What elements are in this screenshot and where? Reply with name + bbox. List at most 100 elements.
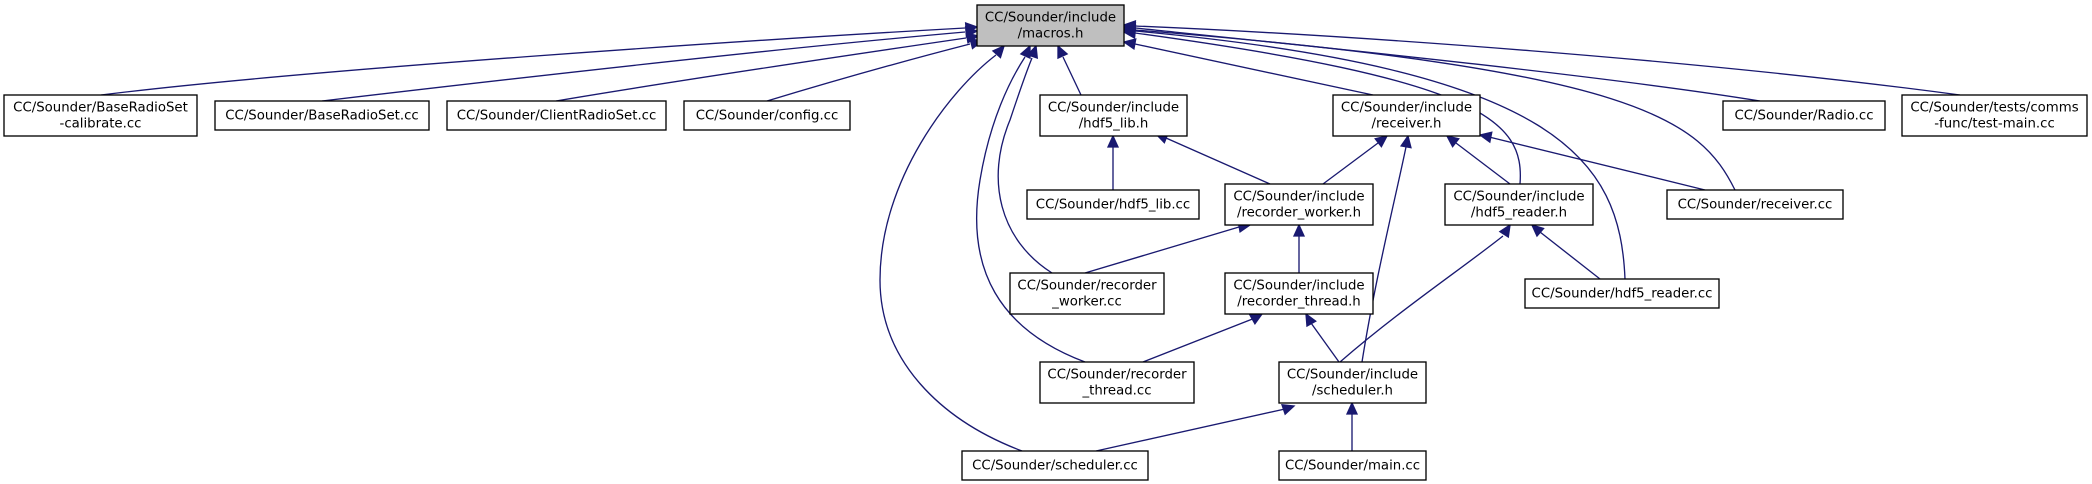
arrowhead: [1498, 223, 1511, 239]
node-label: CC/Sounder/hdf5_reader.cc: [1532, 287, 1713, 302]
node-label: CC/Sounder/include: [985, 11, 1116, 26]
edges-layer: [100, 20, 1961, 452]
node-box[interactable]: [1224, 272, 1374, 315]
node-box[interactable]: [1722, 100, 1886, 131]
node-label: CC/Sounder/Radio.cc: [1734, 109, 1873, 124]
node-recorder-worker-h[interactable]: CC/Sounder/include/recorder_worker.h: [1224, 183, 1374, 226]
arrowhead: [1399, 134, 1412, 149]
arrowhead: [1122, 20, 1137, 33]
arrowhead: [1305, 312, 1317, 328]
node-receiver-h[interactable]: CC/Sounder/include/receiver.h: [1332, 94, 1481, 137]
arrowhead: [1445, 135, 1460, 148]
arrowhead: [1026, 44, 1039, 59]
node-box[interactable]: [961, 450, 1149, 481]
node-box[interactable]: [683, 100, 851, 131]
node-box[interactable]: [1666, 189, 1844, 220]
edge-receiver_cc-to-receiver_h: [1478, 131, 1706, 191]
node-recorder-thread-cc[interactable]: CC/Sounder/recorder_thread.cc: [1039, 361, 1195, 404]
node-radio-cc[interactable]: CC/Sounder/Radio.cc: [1722, 100, 1886, 131]
edge-recorder_thread_cc-to-recorder_thread_h: [1142, 313, 1264, 363]
edge-line: [1095, 408, 1286, 452]
arrowhead: [1122, 38, 1137, 51]
edge-recorder_worker_cc-to-macros_h: [997, 44, 1053, 274]
node-label: CC/Sounder/include: [1048, 101, 1179, 116]
node-box[interactable]: [1026, 189, 1200, 220]
node-label: CC/Sounder/include: [1341, 101, 1472, 116]
node-label: CC/Sounder/BaseRadioSet: [13, 101, 188, 116]
arrowhead: [1374, 135, 1389, 148]
edge-scheduler_h-to-receiver_h: [1361, 134, 1412, 363]
edge-receiver_h-to-macros_h: [1122, 38, 1374, 96]
edge-line: [1455, 142, 1511, 185]
node-hdf5-lib-h[interactable]: CC/Sounder/include/hdf5_lib.h: [1039, 94, 1188, 137]
edge-line: [1539, 231, 1601, 280]
edge-line: [976, 56, 1086, 363]
edge-line: [1062, 56, 1082, 96]
node-label: /hdf5_reader.h: [1471, 206, 1567, 221]
node-box[interactable]: [214, 100, 430, 131]
node-label: CC/Sounder/receiver.cc: [1678, 198, 1833, 213]
node-label: /hdf5_lib.h: [1079, 117, 1149, 132]
node-label: /receiver.h: [1372, 117, 1442, 132]
node-box[interactable]: [1278, 361, 1427, 404]
node-label: -calibrate.cc: [60, 117, 142, 132]
edge-main_cc-to-scheduler_h: [1345, 401, 1359, 451]
node-test-main-cc[interactable]: CC/Sounder/tests/comms-func/test-main.cc: [1901, 94, 2088, 137]
node-box[interactable]: [1332, 94, 1481, 137]
node-baseradioset-calibrate-cc[interactable]: CC/Sounder/BaseRadioSet-calibrate.cc: [3, 94, 198, 137]
node-scheduler-cc[interactable]: CC/Sounder/scheduler.cc: [961, 450, 1149, 481]
edge-line: [1142, 317, 1256, 363]
node-box[interactable]: [1524, 278, 1720, 309]
node-main-cc[interactable]: CC/Sounder/main.cc: [1278, 450, 1427, 481]
edge-line: [1134, 30, 1626, 280]
node-label: CC/Sounder/config.cc: [696, 109, 839, 124]
node-macros-h[interactable]: CC/Sounder/include/macros.h: [976, 4, 1125, 47]
node-label: CC/Sounder/tests/comms: [1910, 101, 2078, 116]
edge-line: [1134, 27, 1761, 102]
node-label: /scheduler.h: [1312, 384, 1393, 399]
node-scheduler-h[interactable]: CC/Sounder/include/scheduler.h: [1278, 361, 1427, 404]
node-box[interactable]: [1278, 450, 1427, 481]
arrowhead: [991, 44, 1006, 59]
node-box[interactable]: [1039, 94, 1188, 137]
edge-test_main_cc-to-macros_h: [1122, 20, 1961, 96]
edge-scheduler_cc-to-macros_h: [879, 44, 1023, 452]
node-baseradioset-cc[interactable]: CC/Sounder/BaseRadioSet.cc: [214, 100, 430, 131]
node-receiver-cc[interactable]: CC/Sounder/receiver.cc: [1666, 189, 1844, 220]
node-label: -func/test-main.cc: [1934, 117, 2055, 132]
node-box[interactable]: [1224, 183, 1374, 226]
edge-line: [1322, 142, 1379, 185]
node-hdf5-reader-cc[interactable]: CC/Sounder/hdf5_reader.cc: [1524, 278, 1720, 309]
node-config-cc[interactable]: CC/Sounder/config.cc: [683, 100, 851, 131]
node-box[interactable]: [1039, 361, 1195, 404]
node-recorder-worker-cc[interactable]: CC/Sounder/recorder_worker.cc: [1009, 272, 1165, 315]
edge-baseradioset_calibrate_cc-to-macros_h: [100, 21, 979, 96]
edge-line: [555, 37, 967, 102]
node-box[interactable]: [1444, 183, 1594, 226]
node-box[interactable]: [3, 94, 198, 137]
edge-line: [1339, 235, 1504, 363]
arrowhead: [1106, 134, 1120, 148]
edge-hdf5_lib_h-to-macros_h: [1057, 44, 1082, 96]
node-box[interactable]: [1901, 94, 2088, 137]
edge-line: [1484, 135, 1706, 191]
edge-recorder_worker_h-to-receiver_h: [1322, 135, 1389, 185]
node-box[interactable]: [446, 100, 667, 131]
node-box[interactable]: [976, 4, 1125, 47]
edge-baseradioset_cc-to-macros_h: [321, 25, 979, 102]
node-label: CC/Sounder/ClientRadioSet.cc: [457, 109, 657, 124]
node-hdf5-lib-cc[interactable]: CC/Sounder/hdf5_lib.cc: [1026, 189, 1200, 220]
node-label: CC/Sounder/include: [1233, 190, 1364, 205]
node-label: CC/Sounder/hdf5_lib.cc: [1036, 198, 1190, 213]
edge-line: [1165, 137, 1271, 185]
node-hdf5-reader-h[interactable]: CC/Sounder/include/hdf5_reader.h: [1444, 183, 1594, 226]
edge-line: [100, 27, 966, 96]
node-clientradioset-cc[interactable]: CC/Sounder/ClientRadioSet.cc: [446, 100, 667, 131]
node-label: CC/Sounder/main.cc: [1285, 459, 1420, 474]
node-recorder-thread-h[interactable]: CC/Sounder/include/recorder_thread.h: [1224, 272, 1374, 315]
edge-scheduler_h-to-hdf5_reader_h: [1339, 223, 1511, 363]
arrowhead: [1248, 313, 1264, 326]
node-box[interactable]: [1009, 272, 1165, 315]
nodes-layer: CC/Sounder/include/macros.hCC/Sounder/Ba…: [3, 4, 2088, 481]
